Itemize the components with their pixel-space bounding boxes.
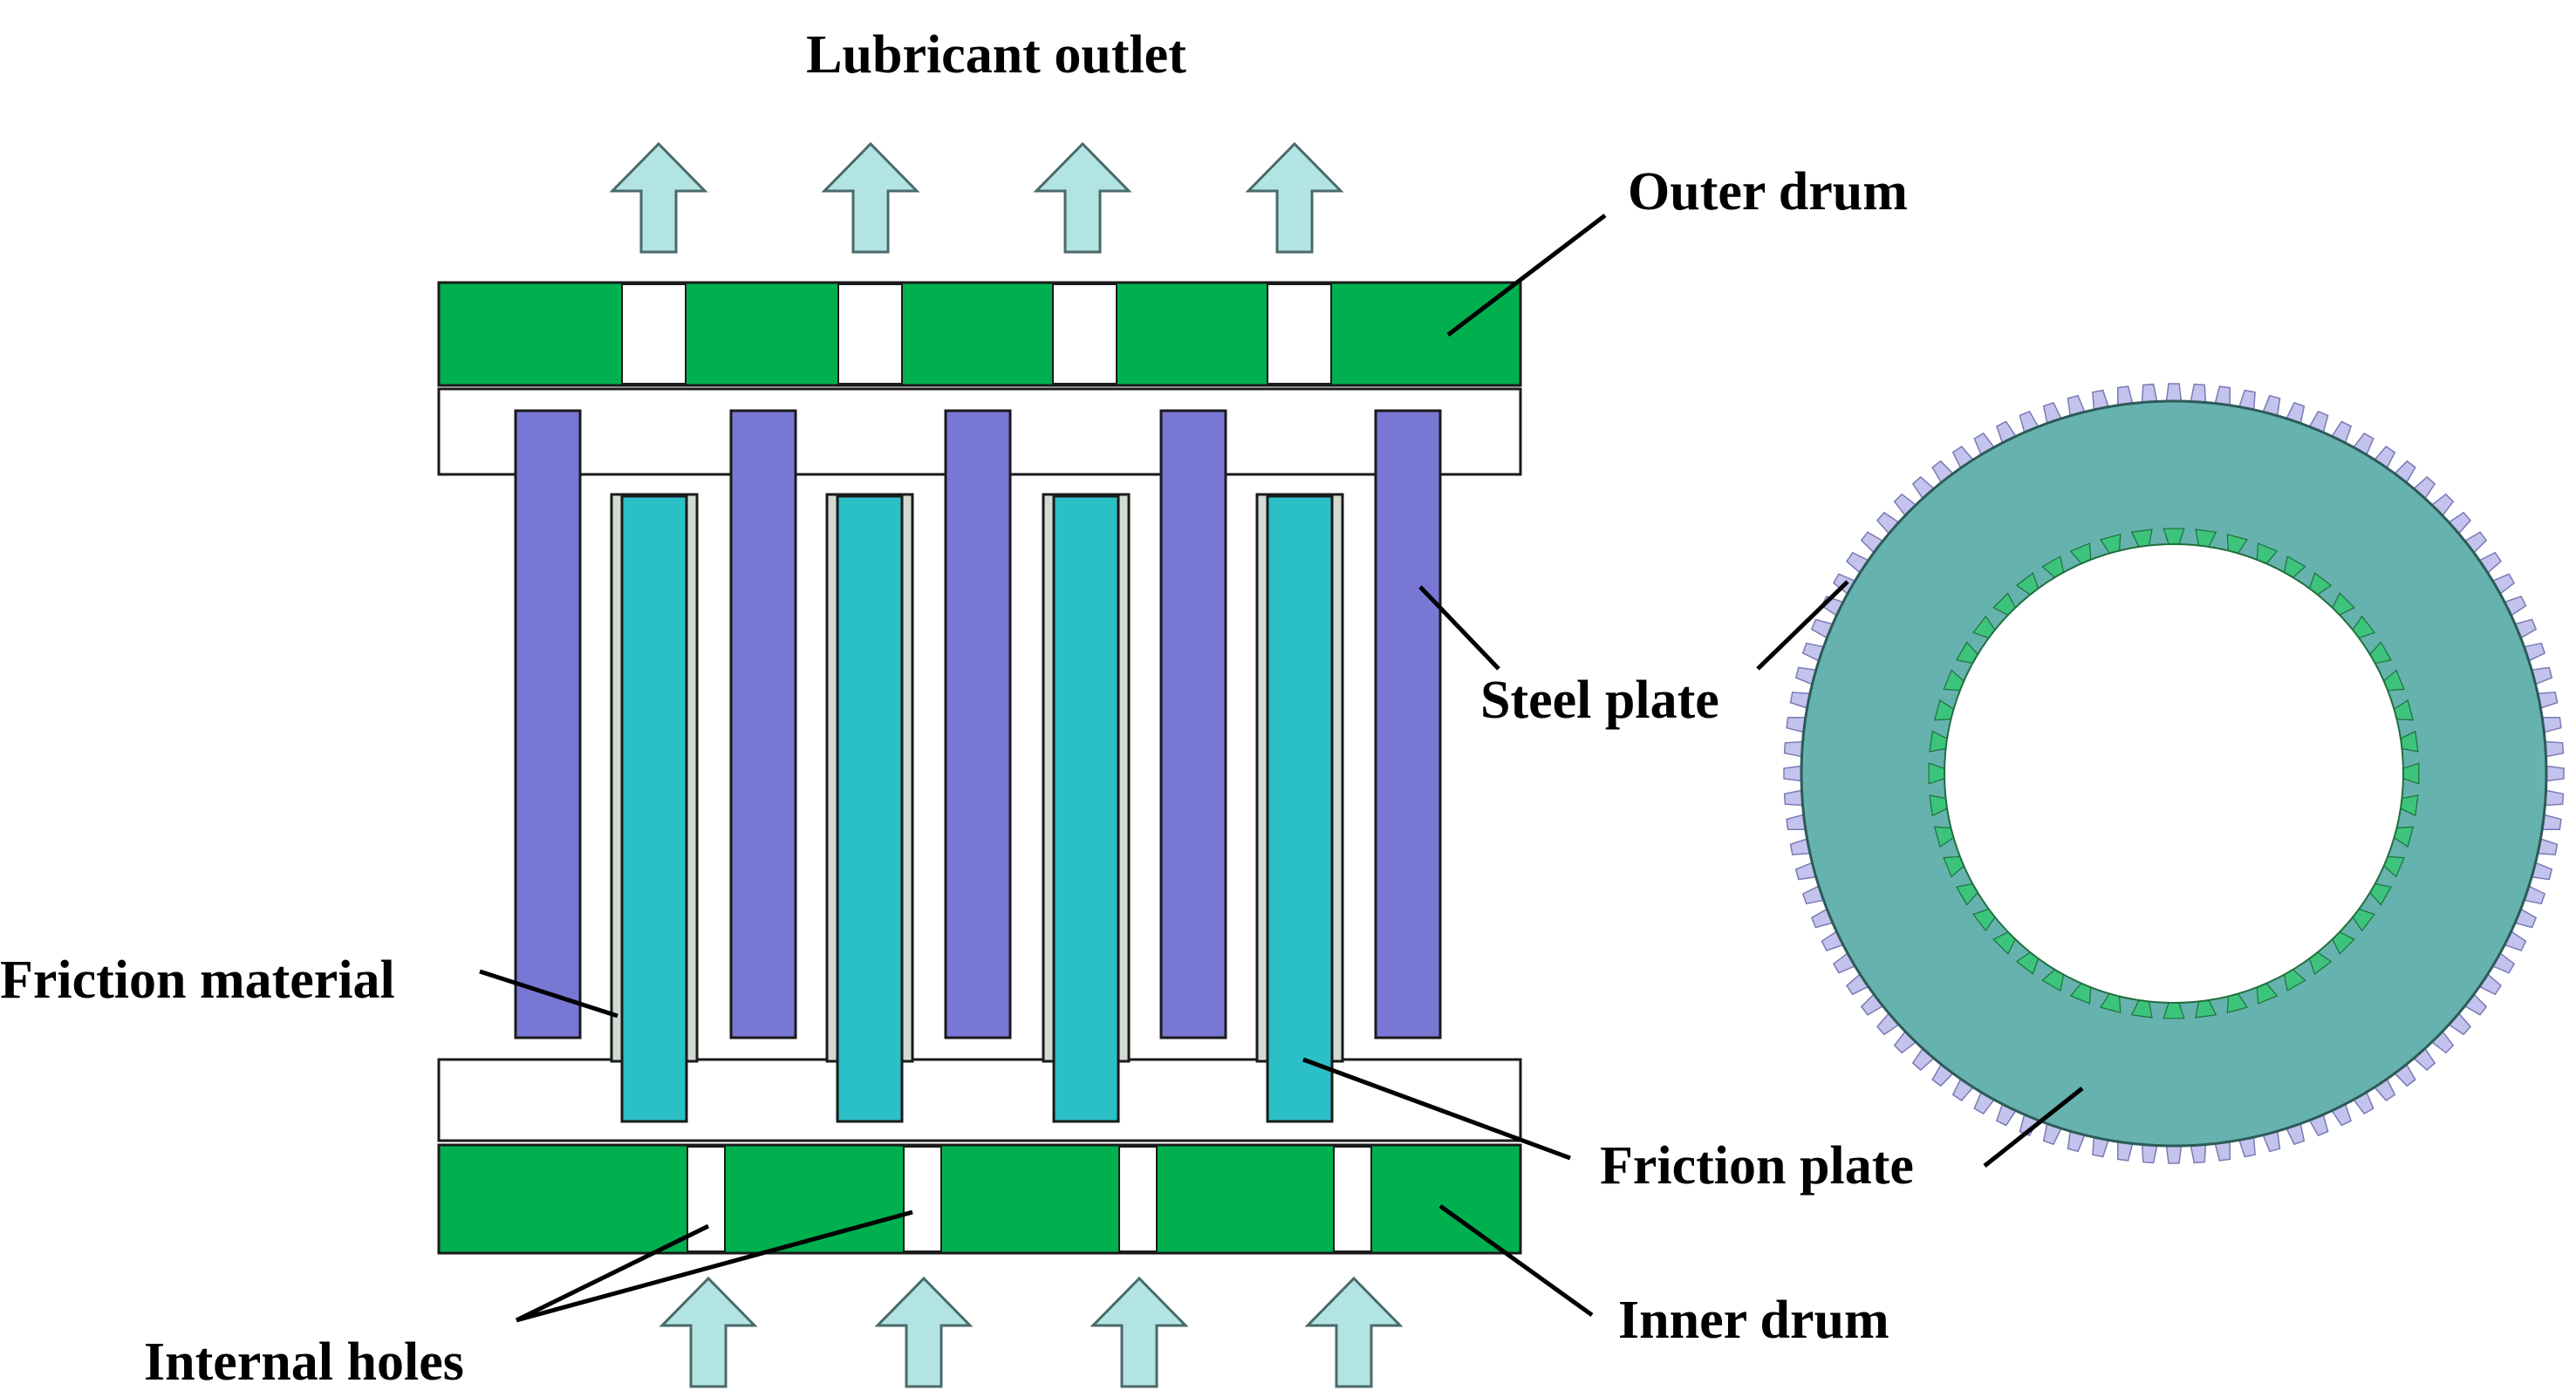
outer-drum-hole-2	[837, 283, 903, 385]
lower-spline-band	[437, 1058, 1522, 1142]
steel-plates	[514, 409, 1442, 1039]
friction-plate-2	[825, 493, 914, 1123]
label-outer-drum: Outer drum	[1628, 162, 1908, 221]
leader-friction-material	[479, 969, 618, 1019]
label-lubricant-outlet: Lubricant outlet	[806, 25, 1186, 85]
leader-internal-holes-2	[516, 1210, 913, 1323]
leader-lines	[479, 214, 2084, 1323]
leader-friction-plate-right	[1983, 1087, 2084, 1168]
label-inner-drum: Inner drum	[1618, 1291, 1889, 1350]
inlet-arrow-2	[874, 1276, 974, 1388]
outlet-arrow-4	[1245, 141, 1344, 254]
lubricant-outlet-arrows	[609, 141, 1344, 254]
labels: Lubricant outlet Outer drum Steel plate …	[0, 25, 1914, 1392]
friction-plate-ring	[1783, 383, 2565, 1164]
outlet-arrow-1	[609, 141, 708, 254]
friction-plate-4	[1255, 493, 1344, 1123]
ring-outer-teeth	[1783, 383, 2565, 1164]
label-friction-material: Friction material	[0, 951, 395, 1010]
outer-drum	[437, 281, 1522, 387]
inner-drum-hole-3	[1118, 1146, 1158, 1252]
lubricant-inlet-arrows	[659, 1276, 1404, 1388]
leader-outer-drum	[1446, 214, 1607, 337]
label-friction-plate: Friction plate	[1600, 1136, 1914, 1196]
steel-plate-3	[944, 409, 1012, 1039]
leader-internal-holes-1	[515, 1223, 710, 1323]
steel-plate-1	[514, 409, 582, 1039]
inlet-arrow-3	[1090, 1276, 1189, 1388]
outer-drum-hole-3	[1052, 283, 1117, 385]
leader-inner-drum	[1438, 1203, 1594, 1318]
leader-steel-plate-right	[1756, 580, 1849, 671]
outer-drum-hole-4	[1267, 283, 1332, 385]
inlet-arrow-4	[1304, 1276, 1404, 1388]
outlet-arrow-2	[821, 141, 920, 254]
inner-drum-hole-4	[1333, 1146, 1372, 1252]
friction-plate-1	[610, 493, 699, 1123]
outer-drum-hole-1	[621, 283, 687, 385]
ring-inner-bore	[1944, 543, 2404, 1004]
outlet-arrow-3	[1033, 141, 1132, 254]
friction-plate-3	[1042, 493, 1131, 1123]
inlet-arrow-1	[659, 1276, 758, 1388]
label-steel-plate: Steel plate	[1480, 671, 1719, 730]
inner-drum-hole-2	[903, 1146, 942, 1252]
friction-plates	[610, 493, 1344, 1123]
leader-friction-plate-left	[1302, 1057, 1571, 1161]
leader-steel-plate-left	[1418, 585, 1500, 671]
label-internal-holes: Internal holes	[144, 1332, 464, 1392]
steel-plate-5	[1374, 409, 1442, 1039]
steel-plate-4	[1159, 409, 1227, 1039]
inner-drum	[437, 1143, 1522, 1255]
steel-plate-2	[729, 409, 797, 1039]
